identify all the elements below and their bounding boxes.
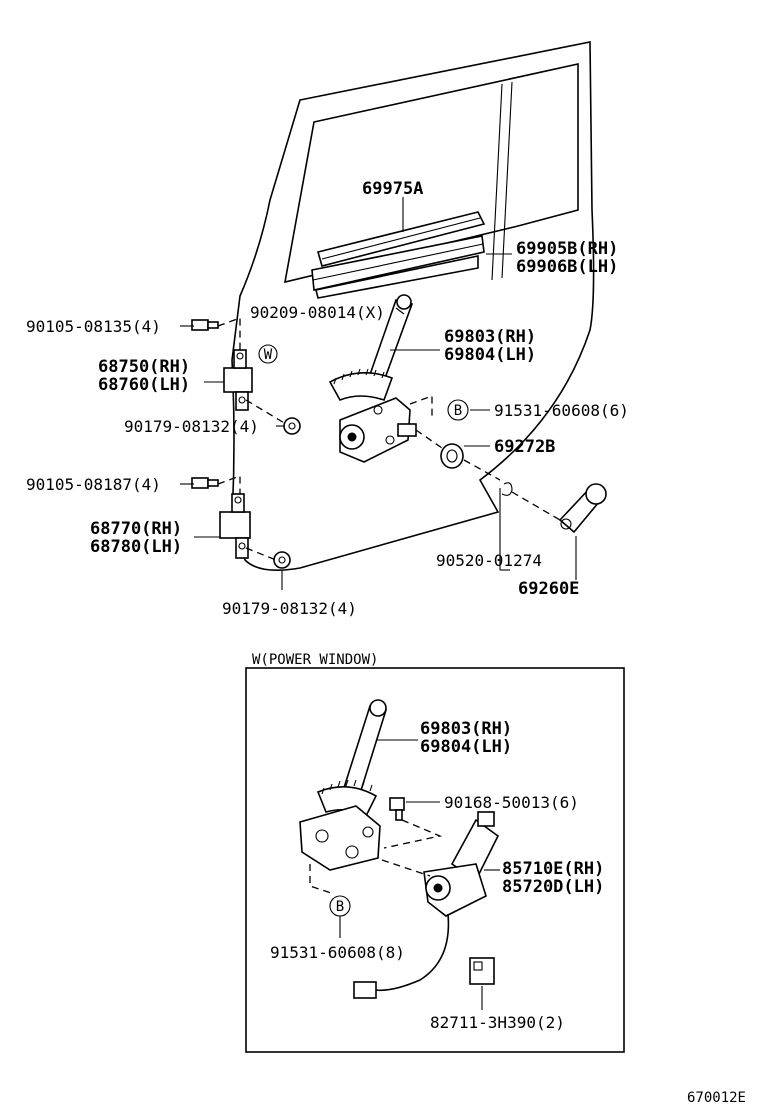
inset-wire-connector: [353, 981, 377, 999]
inset-callout-screw: 90168-50013(6): [444, 793, 579, 812]
callout-bolt-b: 91531-60608(6): [494, 401, 629, 420]
upper-hinge: [223, 349, 253, 411]
callout-glass-channel: 69975A: [362, 179, 423, 199]
nut-lower-part: [273, 551, 291, 569]
callout-run-lh: 69906B(LH): [516, 257, 618, 277]
screw-lower-part: [191, 477, 219, 489]
inset-screw-part: [389, 797, 405, 821]
inset-callout-regulator-lh: 69804(LH): [420, 737, 512, 757]
callout-hinge-upper-lh: 68760(LH): [98, 375, 190, 395]
handle-part: [558, 483, 607, 534]
window-regulator: [328, 294, 417, 463]
callout-hinge-lower-rh: 68770(RH): [90, 519, 182, 539]
b-marker-inset: B: [329, 895, 351, 917]
inset-callout-motor-lh: 85720D(LH): [502, 877, 604, 897]
door-outline: [231, 41, 595, 571]
nut-upper-part: [283, 417, 301, 435]
w-marker: W: [258, 344, 278, 364]
inset-b-marker-label: B: [336, 899, 344, 915]
inset-callout-connector: 82711-3H390(2): [430, 1013, 565, 1032]
inset-motor: [423, 811, 500, 917]
inset-title: W(POWER WINDOW): [252, 652, 378, 668]
callout-nut-lower: 90179-08132(4): [222, 599, 357, 618]
callout-hinge-upper-rh: 68750(RH): [98, 357, 190, 377]
callout-regulator-rh: 69803(RH): [444, 327, 536, 347]
inset-wire: [375, 913, 450, 992]
callout-screw-upper: 90105-08135(4): [26, 317, 161, 336]
callout-hinge-lower-lh: 68780(LH): [90, 537, 182, 557]
callout-run-rh: 69905B(RH): [516, 239, 618, 259]
callout-cushion: 69272B: [494, 437, 555, 457]
lower-hinge: [219, 493, 251, 559]
w-marker-label: W: [264, 347, 273, 363]
main-callouts: 69975A 69905B(RH) 69906B(LH) 90105-08135…: [26, 179, 629, 618]
inset-regulator: [299, 699, 388, 871]
glass-channel: [317, 211, 486, 267]
screw-upper-part: [191, 319, 219, 331]
snap-ring-part: [501, 482, 513, 496]
b-marker-label: B: [454, 403, 462, 419]
figure-id: 670012E: [687, 1090, 746, 1106]
leader-lines: [180, 197, 577, 590]
callout-regulator-bolt: 90209-08014(X): [250, 303, 385, 322]
power-window-inset: W(POWER WINDOW): [245, 652, 625, 1053]
inset-callout-motor-rh: 85710E(RH): [502, 859, 604, 879]
inset-callout-bolt-b: 91531-60608(8): [270, 943, 405, 962]
callout-regulator-lh: 69804(LH): [444, 345, 536, 365]
callout-snap-ring: 90520-01274: [436, 551, 542, 570]
callout-nut-upper: 90179-08132(4): [124, 417, 259, 436]
callout-handle: 69260E: [518, 579, 579, 599]
callout-screw-lower: 90105-08187(4): [26, 475, 161, 494]
inset-connector-part: [469, 957, 495, 985]
inset-callout-regulator-rh: 69803(RH): [420, 719, 512, 739]
b-marker-main: B: [447, 399, 469, 421]
cushion-part: [440, 443, 464, 469]
run-channel: [311, 235, 485, 299]
